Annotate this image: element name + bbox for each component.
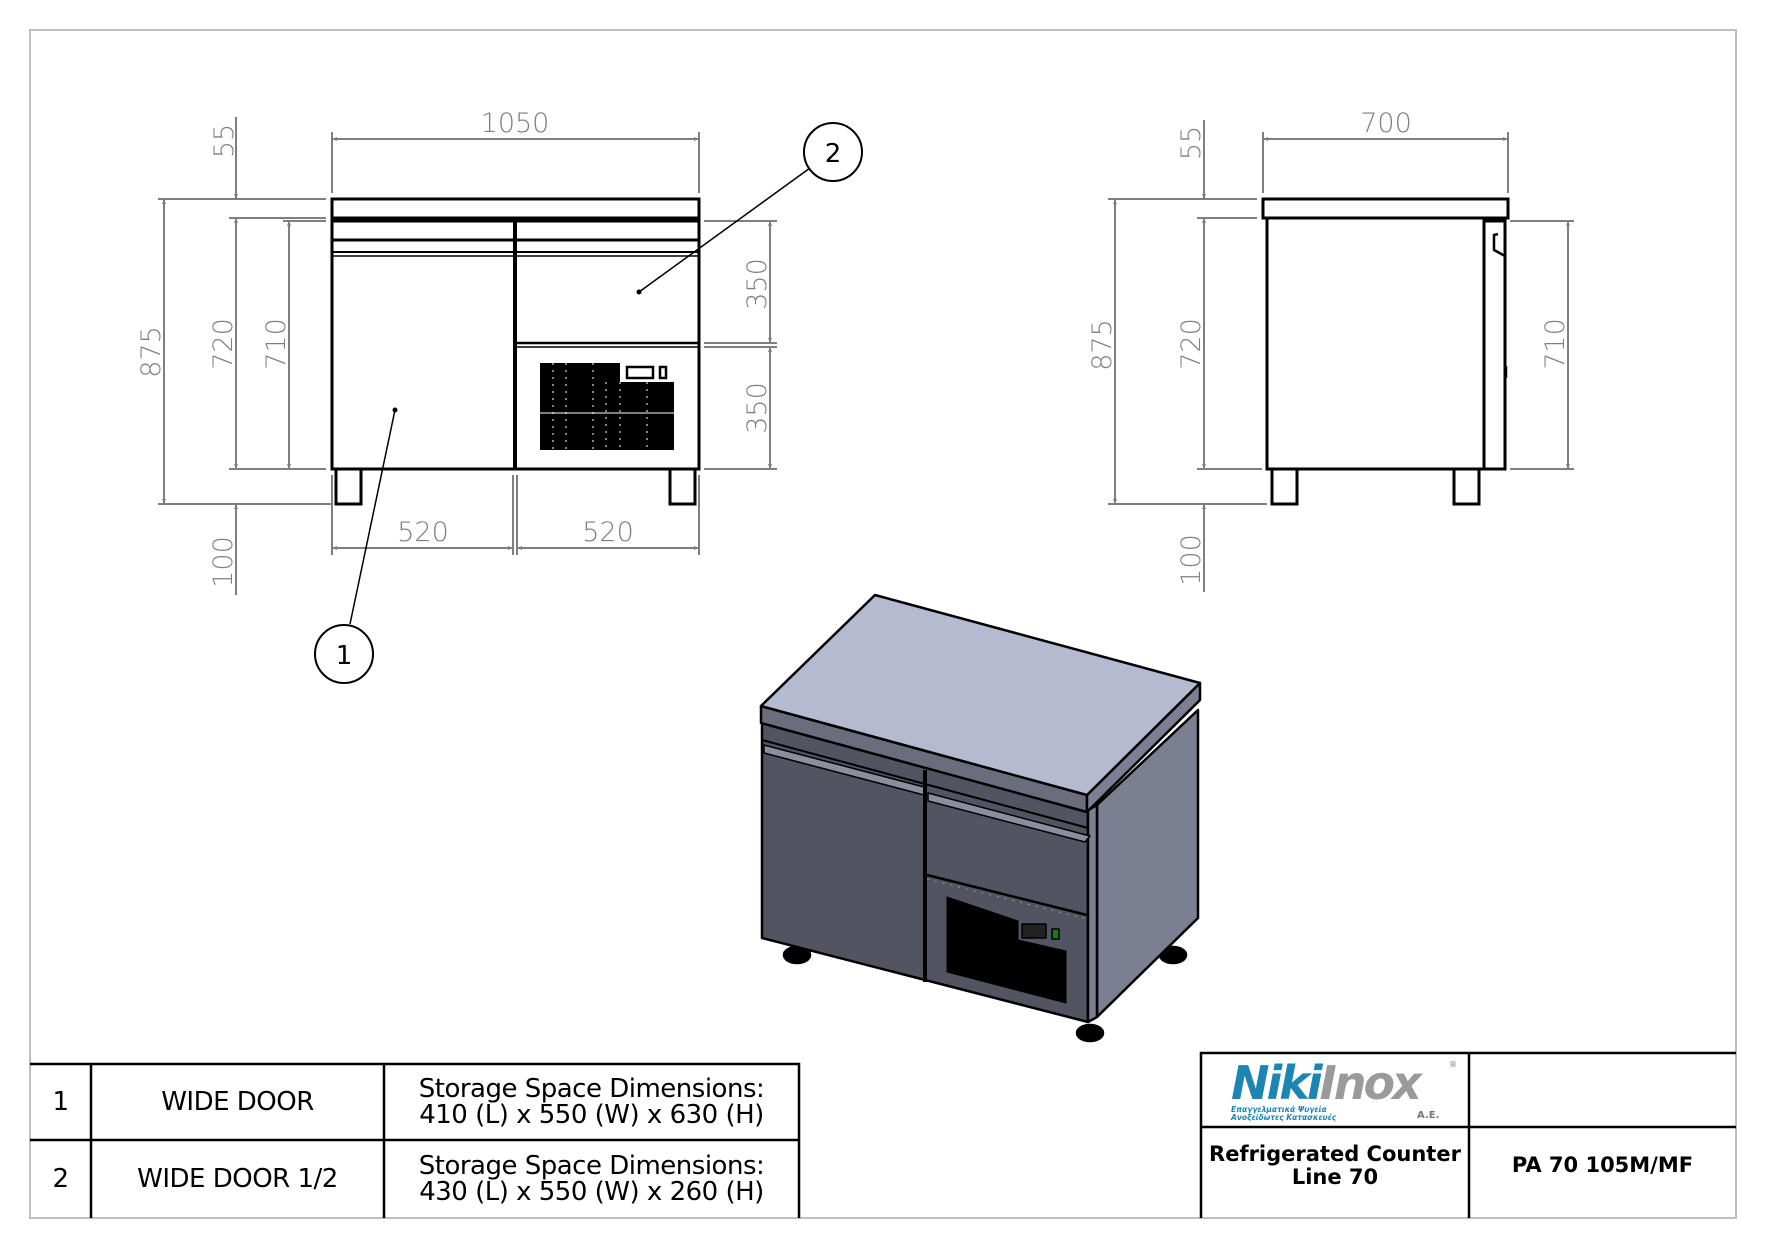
leg-front-right (1075, 1023, 1105, 1043)
dim-side-body-height: 720 (1176, 318, 1207, 370)
bom-row-2-description: Storage Space Dimensions: 430 (L) x 550 … (384, 1140, 799, 1218)
bom-row-1-description: Storage Space Dimensions: 410 (L) x 550 … (384, 1064, 799, 1140)
dim-front-upper-compartment: 350 (742, 258, 773, 310)
product-line1: Refrigerated Counter (1209, 1141, 1461, 1166)
front-view: 1050 55 875 720 710 350 350 100 520 520 … (136, 108, 863, 684)
side-view: 700 55 875 720 710 100 (1087, 108, 1574, 592)
logo-tagline: Επαγγελματικά Ψυγεία Ανοξείδωτες Κατασκε… (1231, 1105, 1337, 1122)
balloon-1: 1 (314, 407, 398, 684)
dim-front-lower-compartment: 350 (742, 382, 773, 434)
dim-side-leg-height: 100 (1176, 534, 1207, 586)
dim-front-body-height: 720 (208, 318, 239, 370)
sheet-border (29, 29, 1737, 1219)
dim-side-top-thickness: 55 (1176, 126, 1207, 160)
bom-row-1-desc-line2: 410 (L) x 550 (W) x 630 (H) (419, 1100, 764, 1130)
bom-row-1-item: 1 (52, 1087, 69, 1117)
balloon-2: 2 (636, 122, 863, 295)
product-name: Refrigerated Counter Line 70 (1201, 1127, 1469, 1218)
bom-row-2-desc-line2: 430 (L) x 550 (W) x 260 (H) (419, 1177, 764, 1207)
svg-text:2: 2 (825, 139, 842, 169)
bom-row-2-desc-line1: Storage Space Dimensions: (418, 1151, 765, 1181)
title-block-grid (1199, 1051, 1736, 1218)
dim-front-right-width: 520 (582, 517, 634, 548)
product-line2: Line 70 (1291, 1164, 1379, 1189)
dim-side-overall-height: 875 (1087, 319, 1118, 371)
dim-side-depth: 700 (1360, 108, 1412, 139)
dim-front-overall-height: 875 (136, 326, 167, 378)
indicator-light (1051, 928, 1060, 940)
title-empty-cell (1469, 1053, 1736, 1127)
bom-row-2-name: WIDE DOOR 1/2 (137, 1164, 338, 1194)
vent-grille (540, 363, 674, 450)
svg-text:1: 1 (336, 641, 353, 671)
dim-front-door-height: 710 (261, 318, 292, 370)
iso-view (759, 593, 1202, 1043)
model-number: PA 70 105M/MF (1511, 1153, 1694, 1177)
dim-front-left-width: 520 (397, 517, 449, 548)
worktop (759, 593, 1202, 797)
bom-row-2-item: 2 (52, 1164, 69, 1194)
dim-side-door-height: 710 (1540, 318, 1571, 370)
bom-row-1-name: WIDE DOOR (161, 1087, 314, 1117)
logo-suffix: A.E. (1417, 1110, 1440, 1121)
bom-row-1-desc-line1: Storage Space Dimensions: (418, 1074, 765, 1104)
control-display (625, 365, 655, 380)
dim-front-top-thickness: 55 (209, 124, 240, 158)
dim-front-width: 1050 (481, 108, 550, 139)
bom-table-grid (30, 1062, 801, 1218)
registered-mark: ® (1449, 1060, 1457, 1069)
iso-vent (946, 896, 1067, 1004)
logo-wordmark: NikiInox (1231, 1056, 1422, 1110)
dim-front-leg-height: 100 (208, 536, 239, 588)
company-logo: NikiInox ® Επαγγελματικά Ψυγεία Ανοξείδω… (1227, 1056, 1457, 1124)
control-switch (658, 365, 668, 380)
